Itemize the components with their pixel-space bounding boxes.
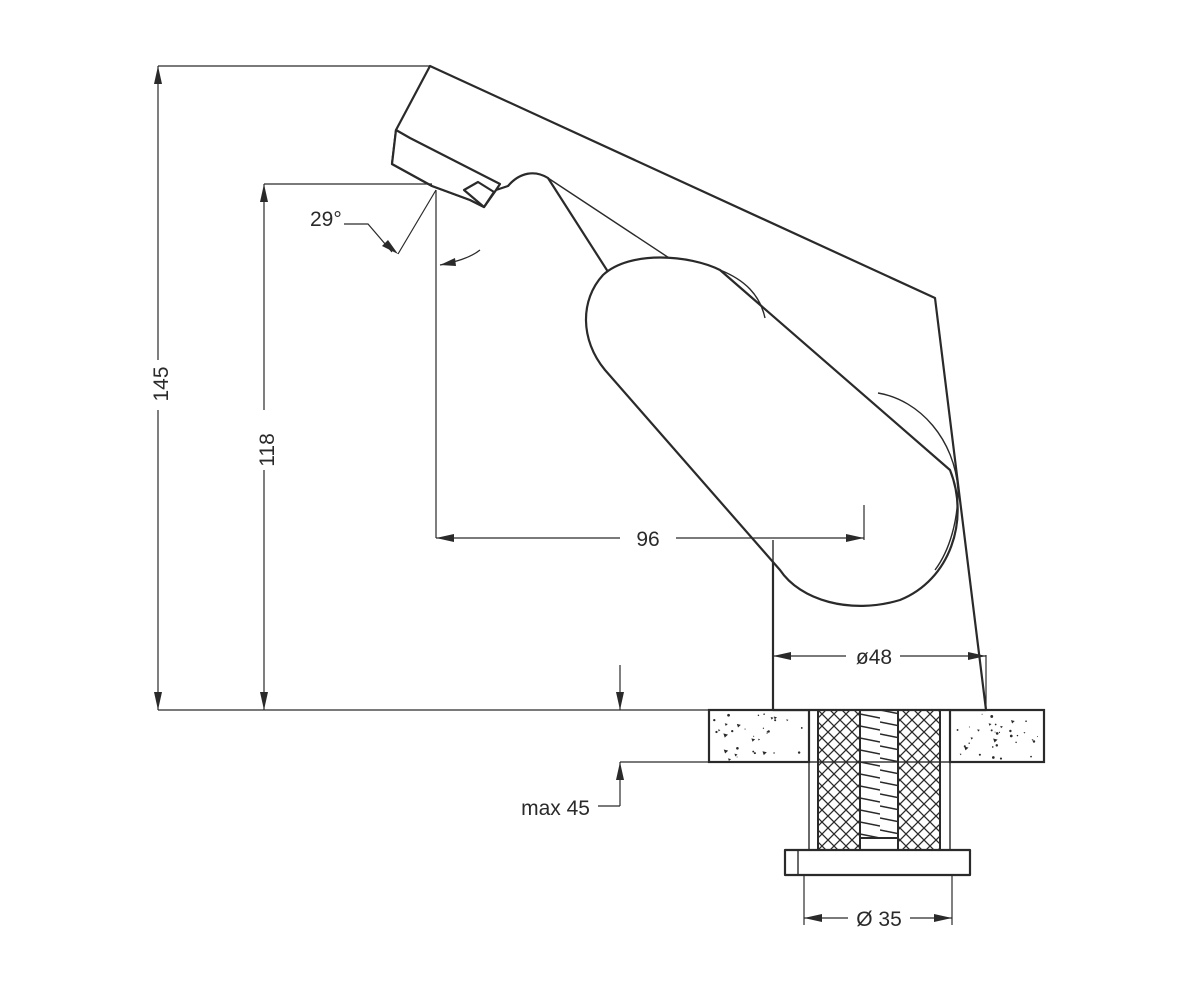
countertop-speckle [770,716,774,720]
countertop-speckle [786,719,789,722]
countertop-speckle [963,745,966,748]
dimension-body-diameter: ø48 [773,646,987,710]
countertop-speckle [1032,740,1036,743]
countertop-speckle [1023,731,1026,734]
countertop-speckle [1016,734,1019,737]
countertop-speckle [968,726,970,728]
countertop-speckle [994,723,997,726]
dimension-mounting-hole: Ø 35 [803,875,953,931]
countertop-speckle [968,742,970,744]
countertop-speckle [990,729,993,732]
dimension-spout-height: 118 [256,183,432,710]
countertop-speckle [999,757,1003,760]
dimension-spout-reach: 96 [436,505,865,551]
countertop-speckle [713,718,716,722]
lever-handle-top-edge [719,269,766,319]
countertop-speckle [753,735,755,737]
countertop-speckle [736,723,741,728]
countertop-speckle [1000,725,1003,729]
threaded-rod [859,709,899,839]
aerator-tip [462,180,496,209]
countertop-speckle [727,714,730,717]
spout-reach-label: 96 [636,528,659,551]
countertop-speckle [1010,720,1015,724]
countertop-speckle [1009,729,1012,733]
dimension-max-counter-thickness: max 45 [521,665,709,820]
countertop-speckle [728,758,732,762]
countertop-speckle [773,752,775,754]
countertop-speckle [734,753,738,757]
countertop-speckles [713,713,1038,762]
countertop-speckle [767,730,770,733]
body-diameter-label: ø48 [856,646,892,669]
countertop-speckle [758,738,761,741]
faucet-body [390,64,988,712]
mounting-hole-label: Ø 35 [856,908,902,931]
countertop-speckle [773,716,777,720]
spout-angle-label: 29° [310,208,342,231]
countertop-speckle [998,731,1001,733]
mounting-stud [783,709,972,877]
countertop-speckle [800,727,803,729]
countertop-speckle [762,727,765,729]
countertop-speckle [964,746,969,751]
countertop-speckle [763,713,765,715]
countertop-speckle [752,750,755,753]
countertop-speckle [751,738,756,742]
spout-lower-edge [507,172,761,319]
stud-sleeve-right [897,709,941,851]
countertop-speckle [753,752,756,755]
stud-sleeve-left [817,709,861,851]
countertop-speckle [736,756,738,758]
total-height-label: 145 [150,366,173,401]
countertop-speckle [1025,720,1027,723]
countertop-speckle [744,728,746,730]
countertop-speckle [991,746,994,748]
countertop-speckle [715,730,718,734]
countertop-left-section [707,708,811,764]
countertop-speckle [736,746,739,750]
lever-handle [584,256,959,607]
countertop-speckle [797,751,801,754]
max-counter-thickness-label: max 45 [521,797,590,820]
countertop-speckle [762,751,767,756]
countertop-speckle [995,732,999,735]
countertop-speckle [977,729,980,732]
countertop-speckle [992,756,995,759]
countertop-speckle [981,713,983,715]
countertop [707,708,1046,764]
lever-handle-rim [877,392,959,571]
countertop-speckle [978,753,981,756]
countertop-speckle [723,733,729,738]
countertop-speckle [766,732,768,734]
countertop-speckle [731,729,734,733]
countertop-speckle [723,749,729,754]
countertop-speckle [1015,741,1017,744]
countertop-speckle [774,719,777,722]
countertop-speckle [718,729,721,732]
countertop-speckle [724,723,728,727]
countertop-speckle [990,715,994,718]
countertop-speckle [1031,739,1034,741]
countertop-speckle [970,737,974,740]
countertop-speckle [993,738,998,743]
countertop-speckle [994,731,996,733]
countertop-right-section [948,708,1046,764]
dimension-total-height: 145 [150,65,709,711]
fixing-plate [783,848,972,877]
spout-height-label: 118 [256,433,279,466]
countertop-speckle [1036,736,1038,738]
countertop-speckle [1009,734,1013,738]
countertop-speckle [1030,755,1032,758]
countertop-speckle [757,714,760,717]
countertop-speckle [956,729,959,731]
countertop-speckle [995,744,999,747]
countertop-speckle [988,723,992,726]
countertop-speckle [959,753,962,756]
dimension-spout-angle: 29° [310,189,481,538]
